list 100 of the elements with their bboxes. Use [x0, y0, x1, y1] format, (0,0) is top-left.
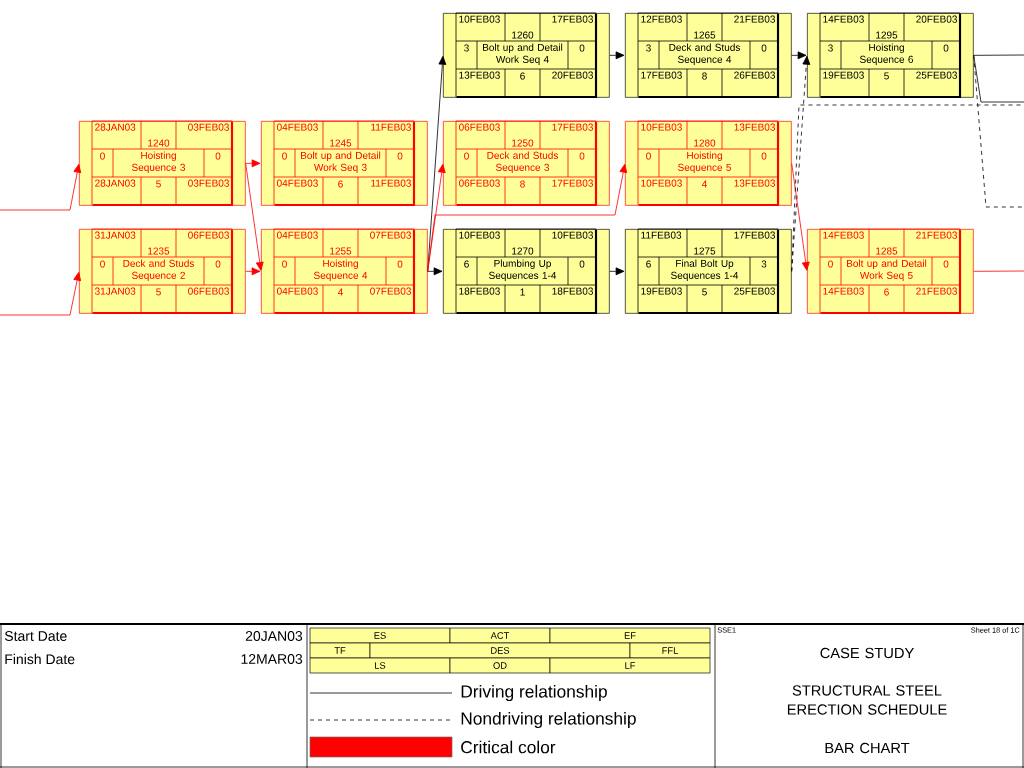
- date-value: 20JAN03: [245, 631, 303, 641]
- date-text: 11FEB03: [371, 123, 411, 131]
- activity-description: Bolt up and Detail Work Seq 5: [847, 259, 927, 281]
- date-text: 10FEB03: [459, 15, 500, 23]
- date-text: 17FEB03: [552, 15, 593, 23]
- connector-line: [973, 54, 1024, 208]
- float-number: 0: [646, 152, 651, 160]
- date-text: 14FEB03: [823, 15, 864, 23]
- date-text: 10FEB03: [552, 231, 593, 239]
- connector-line: [973, 270, 1024, 272]
- duration-number: 8: [702, 72, 707, 80]
- activity-description: Bolt up and Detail Work Seq 4: [483, 43, 563, 65]
- connector-line: [791, 104, 1024, 272]
- date-text: 11FEB03: [371, 179, 411, 187]
- date-text: 17FEB03: [641, 71, 682, 79]
- float-number: 0: [282, 260, 287, 268]
- connector-arrow: [427, 163, 628, 272]
- connector-arrow: [245, 267, 261, 276]
- float-number: 3: [828, 44, 833, 52]
- date-text: 04FEB03: [277, 123, 318, 131]
- float-number: 0: [828, 260, 833, 268]
- float-number: 3: [761, 260, 767, 268]
- float-number: 6: [464, 260, 469, 268]
- activity-number: 1255: [330, 247, 352, 255]
- activity-number: 1250: [512, 139, 534, 147]
- activity-number: 1270: [512, 247, 534, 255]
- duration-number: 6: [520, 72, 525, 80]
- activity-description: Deck and Studs Sequence 4: [669, 43, 740, 65]
- date-text: 31JAN03: [95, 231, 136, 239]
- field-label: Finish Date: [5, 653, 75, 665]
- date-text: 04FEB03: [277, 179, 318, 187]
- connector-arrow: [245, 159, 261, 168]
- float-number: 0: [579, 260, 585, 268]
- duration-number: 8: [520, 180, 525, 188]
- float-number: 0: [464, 152, 469, 160]
- date-text: 10FEB03: [641, 179, 682, 187]
- activity-number: 1245: [330, 139, 352, 147]
- date-text: 19FEB03: [641, 287, 682, 295]
- connector-arrow: [791, 162, 810, 271]
- activity-description: Hoisting Sequence 3: [132, 151, 185, 173]
- float-number: 0: [761, 152, 767, 160]
- date-text: 26FEB03: [734, 71, 775, 79]
- activity-description: Hoisting Sequence 5: [678, 151, 732, 173]
- date-text: 11FEB03: [641, 231, 682, 239]
- date-text: 17FEB03: [552, 123, 593, 131]
- date-text: 06FEB03: [188, 231, 229, 239]
- key-cell: LF: [549, 657, 711, 674]
- date-text: 06FEB03: [459, 123, 500, 131]
- date-text: 07FEB03: [370, 231, 411, 239]
- activity-number: 1275: [694, 247, 716, 255]
- date-text: 19FEB03: [823, 71, 864, 79]
- date-text: 17FEB03: [552, 179, 593, 187]
- activity-description: Deck and Studs Sequence 3: [487, 151, 558, 173]
- activity-number: 1240: [148, 139, 170, 147]
- duration-number: 4: [701, 180, 707, 188]
- legend-text: Nondriving relationship: [461, 711, 636, 729]
- connector-arrow: [0, 271, 82, 316]
- activity-description: Bolt up and Detail Work Seq 3: [301, 151, 381, 173]
- activity-description: Deck and Studs Sequence 2: [123, 259, 194, 281]
- duration-number: 5: [156, 180, 161, 188]
- field-label: Start Date: [4, 631, 67, 641]
- date-text: 12FEB03: [641, 15, 682, 23]
- date-text: 21FEB03: [916, 231, 957, 239]
- activity-description: Plumbing Up Sequences 1-4: [489, 259, 557, 281]
- date-text: 04FEB03: [277, 231, 318, 239]
- connector-arrow: [791, 55, 811, 272]
- date-text: 14FEB03: [823, 231, 864, 239]
- date-text: 21FEB03: [916, 287, 957, 295]
- date-text: 13FEB03: [734, 179, 775, 187]
- date-text: 17FEB03: [734, 231, 775, 239]
- date-text: 07FEB03: [370, 287, 411, 295]
- activity-number: 1280: [694, 139, 716, 147]
- float-number: 0: [761, 44, 767, 52]
- float-number: 6: [646, 260, 651, 268]
- activity-number: 1285: [876, 247, 898, 255]
- duration-number: 5: [702, 288, 707, 296]
- date-text: 25FEB03: [916, 71, 957, 79]
- activity-number: 1235: [148, 247, 170, 255]
- float-number: 0: [282, 152, 287, 160]
- legend-text: Driving relationship: [461, 684, 607, 702]
- float-number: 3: [464, 44, 469, 52]
- title-text: CASE STUDY: [820, 647, 914, 659]
- float-number: 0: [579, 152, 585, 160]
- duration-number: 6: [884, 288, 889, 296]
- date-text: 04FEB03: [277, 287, 318, 295]
- connector-arrow: [0, 163, 82, 211]
- date-text: 20FEB03: [552, 71, 593, 79]
- connector-arrow: [245, 162, 264, 271]
- date-text: 21FEB03: [734, 15, 775, 23]
- duration-number: 5: [156, 288, 161, 296]
- date-text: 28JAN03: [95, 179, 136, 187]
- float-number: 0: [943, 44, 949, 52]
- activity-description: Hoisting Sequence 4: [314, 259, 368, 281]
- float-number: 0: [397, 152, 403, 160]
- date-text: 03FEB03: [188, 179, 229, 187]
- date-text: 03FEB03: [188, 123, 229, 131]
- float-number: 0: [397, 260, 403, 268]
- title-text: BAR CHART: [825, 742, 910, 754]
- connector-arrow: [609, 51, 625, 60]
- connector-arrow: [609, 267, 625, 276]
